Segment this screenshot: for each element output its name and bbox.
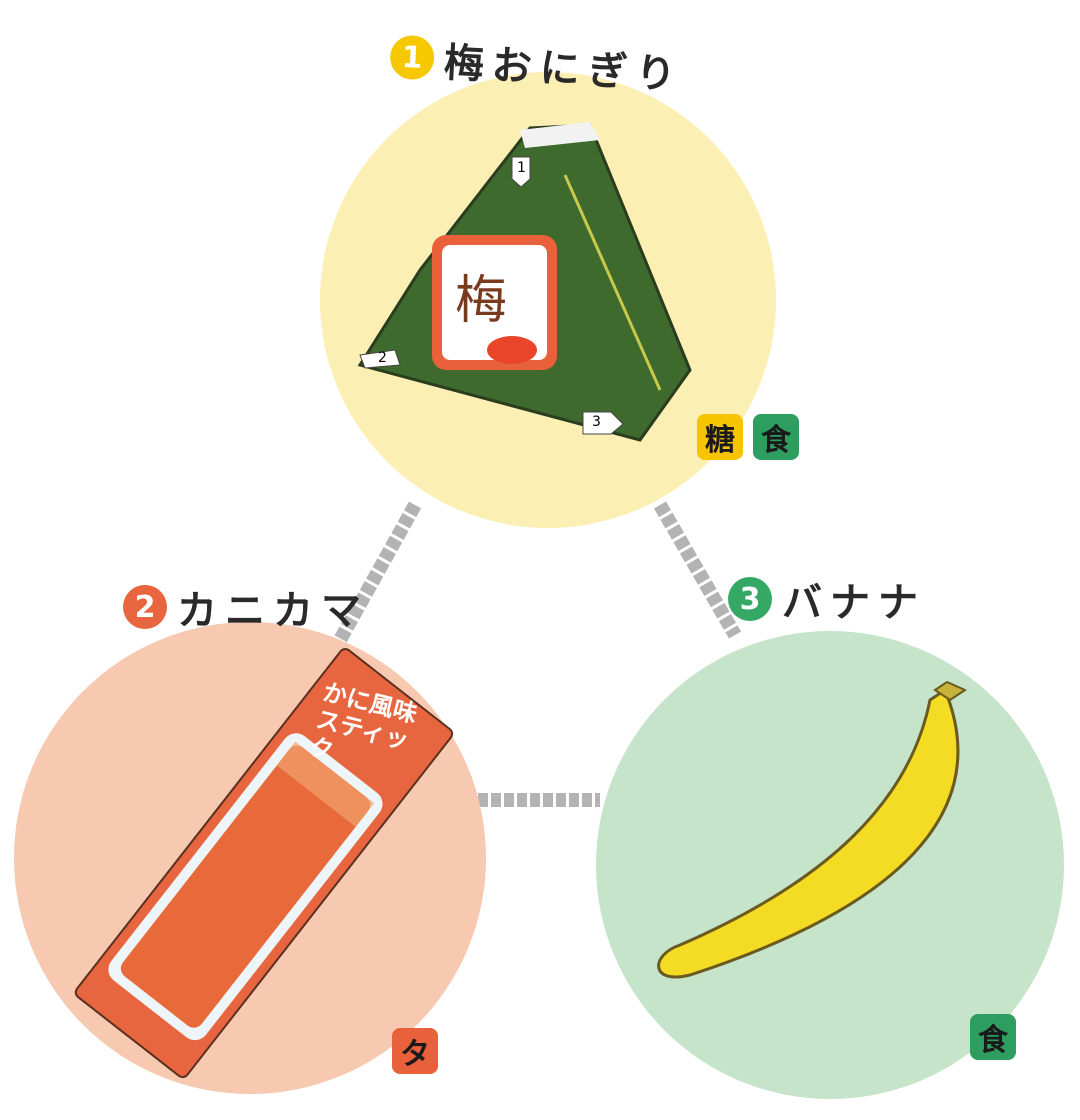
title-kanikama: 2 カニカマ	[123, 578, 369, 636]
step-1: 1	[517, 160, 526, 176]
title-banana: 3 バナナ	[728, 570, 926, 628]
number-badge: 2	[123, 585, 167, 629]
number-badge: 3	[728, 577, 772, 621]
banana-illustration	[657, 680, 968, 979]
connector-1-3	[653, 501, 742, 639]
onigiri-label: 梅	[455, 271, 508, 331]
item-name: カニカマ	[177, 588, 369, 634]
kanikama-illustration	[74, 648, 454, 1079]
badge-protein: タ	[392, 1028, 438, 1074]
connector-lines	[333, 501, 742, 807]
step-3: 3	[592, 414, 601, 430]
item-name: バナナ	[782, 580, 926, 626]
onigiri-illustration	[357, 122, 692, 442]
step-2: 2	[378, 350, 387, 366]
badge-fiber: 食	[970, 1014, 1016, 1060]
badge-fiber: 食	[753, 414, 799, 460]
badge-sugar: 糖	[697, 414, 743, 460]
number-badge: 1	[389, 34, 436, 81]
